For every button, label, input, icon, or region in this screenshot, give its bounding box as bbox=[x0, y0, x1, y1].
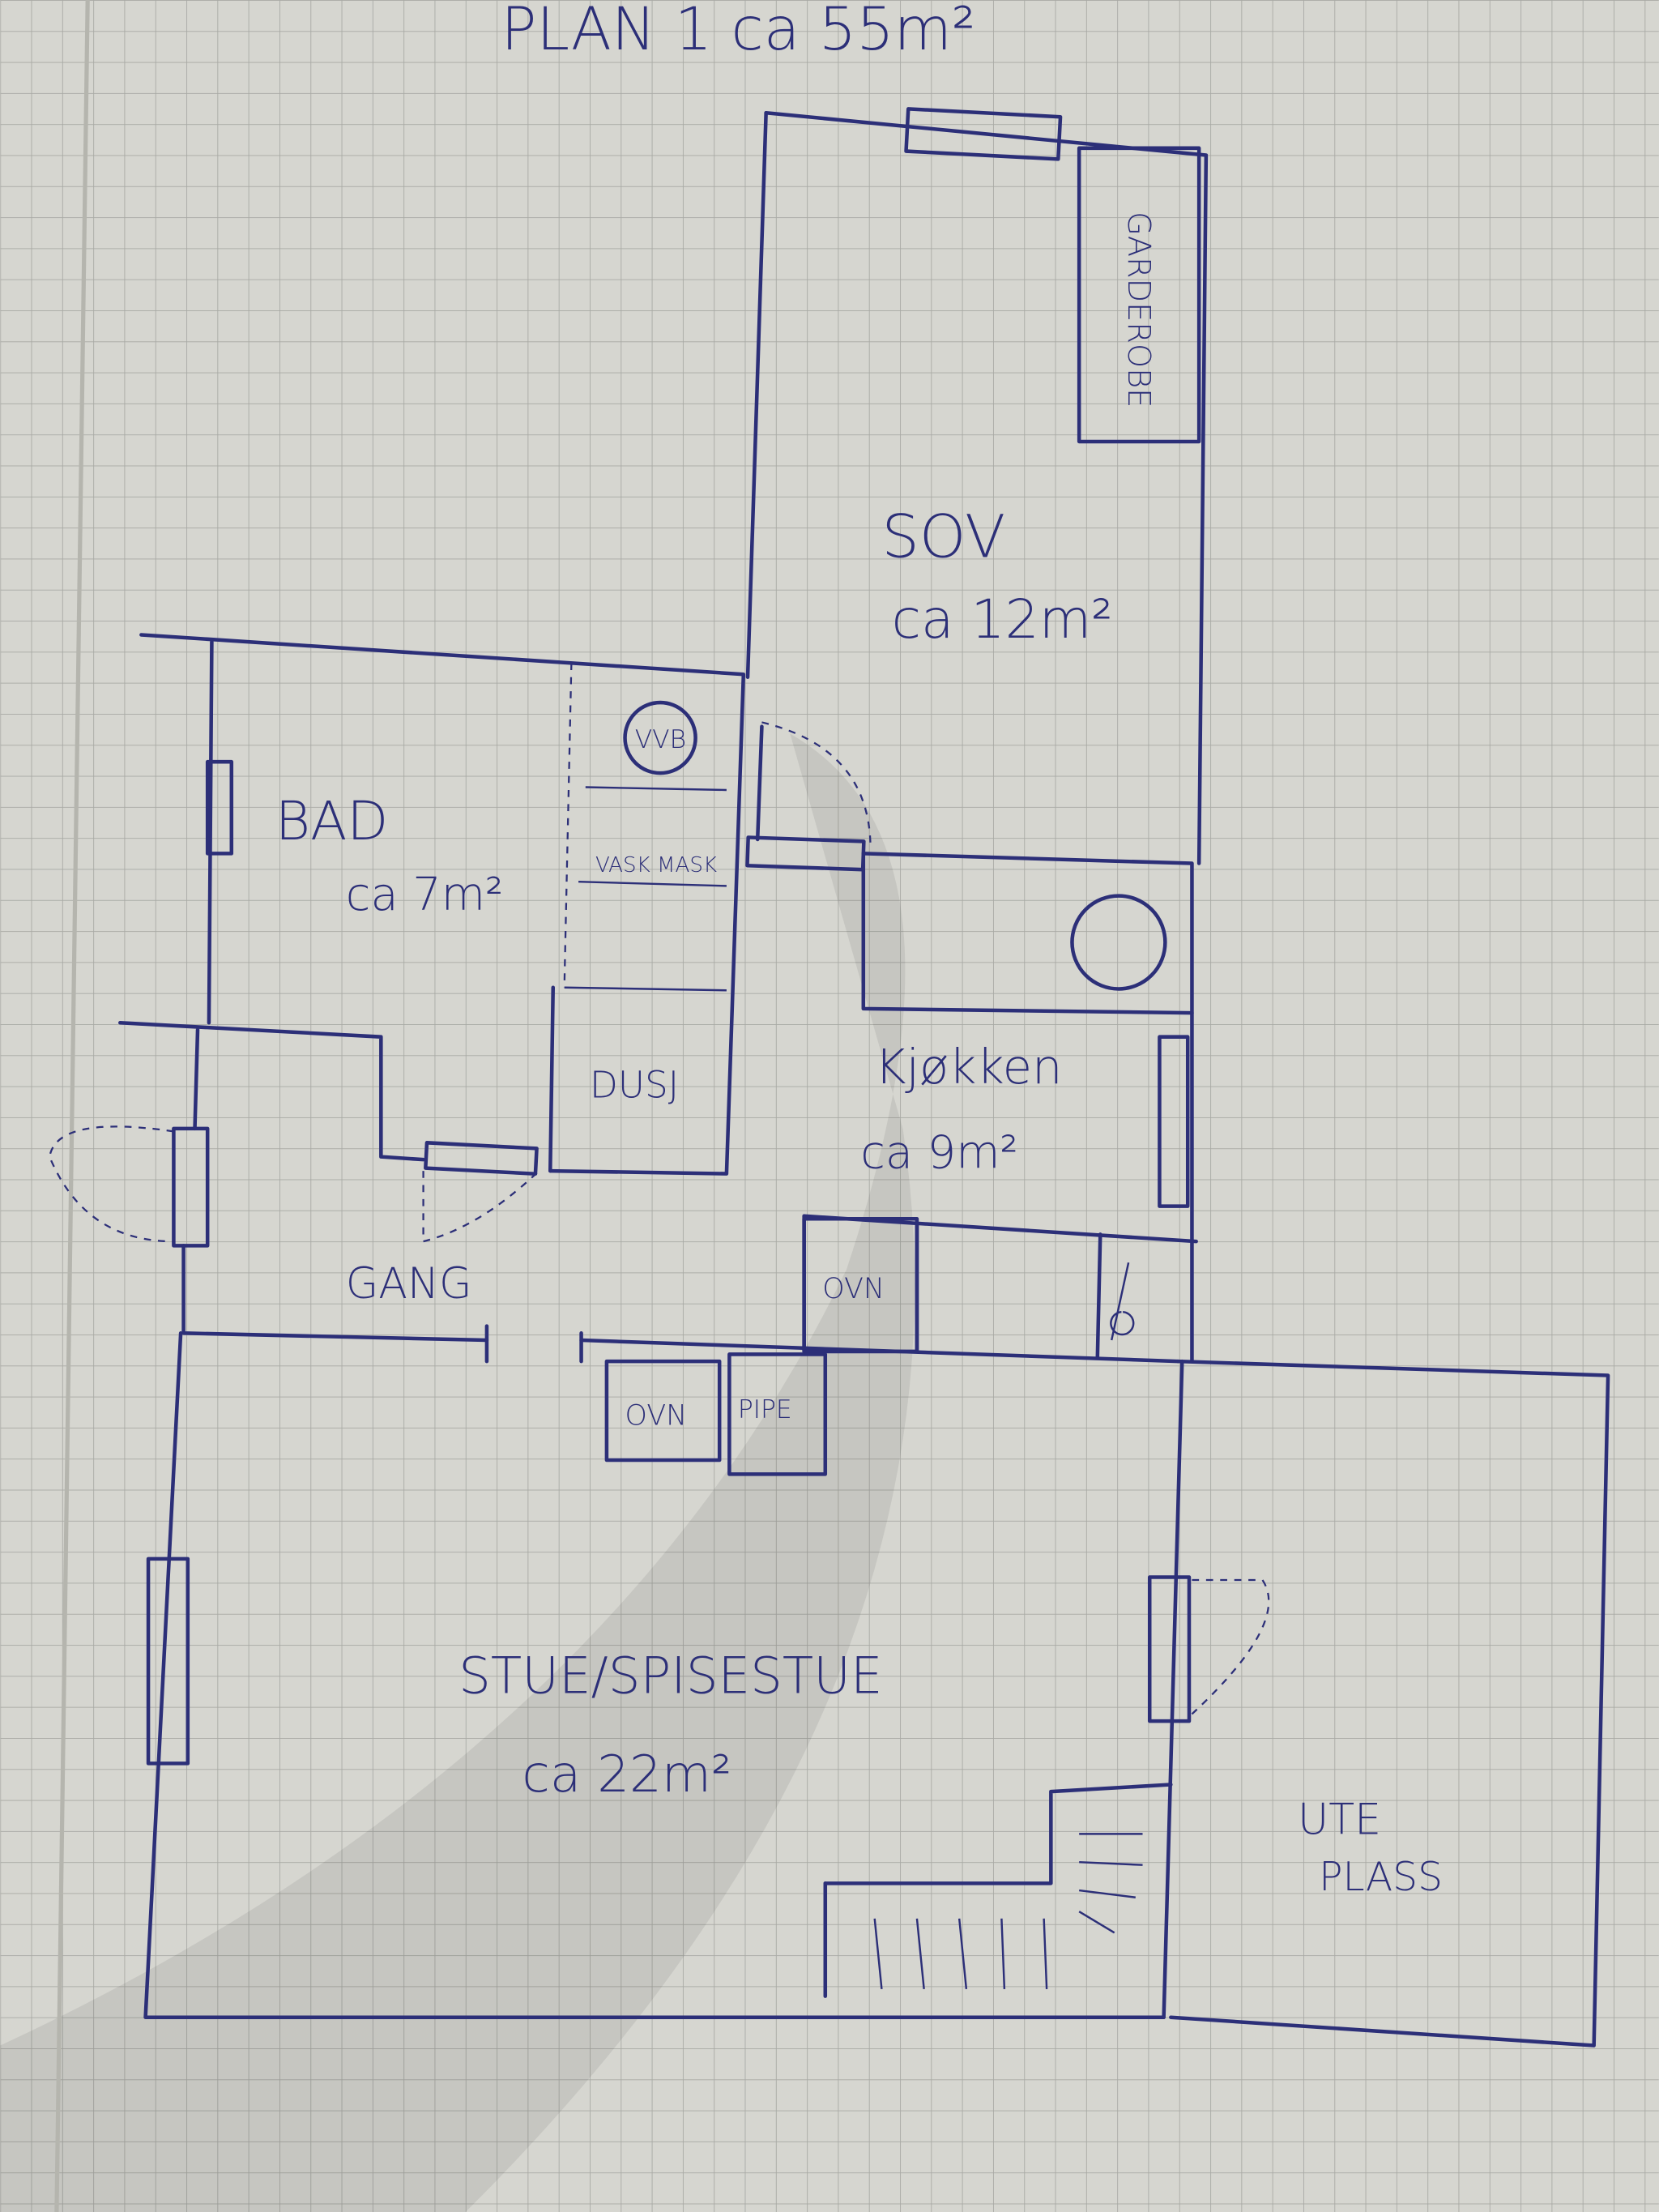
kitchen-label: Kjøkken bbox=[875, 1039, 1063, 1095]
hallway-label: GANG bbox=[346, 1260, 472, 1309]
paper-edge bbox=[54, 0, 90, 2212]
bedroom-walls bbox=[745, 107, 1209, 865]
living-oven bbox=[604, 1359, 722, 1463]
bedroom-label: SOV bbox=[881, 503, 1005, 572]
terrace-door bbox=[1147, 1575, 1192, 1723]
bathroom-window-icon bbox=[205, 759, 234, 856]
water-heater-icon bbox=[623, 700, 697, 775]
terrace-label-2: PLASS bbox=[1319, 1855, 1443, 1900]
terrace-label: UTE bbox=[1298, 1796, 1381, 1844]
hallway-walls bbox=[49, 1027, 1180, 1364]
living-room-label: STUE/SPISESTUE bbox=[458, 1646, 883, 1705]
bathroom-walls bbox=[117, 633, 746, 1243]
living-room-area: ca 22m² bbox=[522, 1744, 731, 1804]
sink-icon bbox=[1110, 1262, 1135, 1341]
bathroom-label: BAD bbox=[275, 790, 389, 852]
window-icon bbox=[904, 107, 1063, 161]
wardrobe-label: GARDEROBE bbox=[1120, 211, 1157, 408]
kitchen-walls bbox=[802, 852, 1198, 1364]
chimney bbox=[727, 1352, 828, 1476]
washing-machine-label: VASK MASK bbox=[595, 853, 717, 878]
wardrobe bbox=[1077, 146, 1201, 444]
shower-label: DUSJ bbox=[590, 1064, 679, 1107]
entrance-door bbox=[172, 1126, 210, 1248]
chimney-label: PIPE bbox=[738, 1395, 792, 1424]
bathroom-door bbox=[424, 1141, 539, 1176]
water-heater-label: VVB bbox=[635, 725, 686, 754]
terrace-outline bbox=[1169, 1359, 1610, 2048]
living-oven-label: OVN bbox=[625, 1399, 688, 1432]
plan-title: PLAN 1 ca 55m² bbox=[501, 0, 975, 64]
stairs bbox=[873, 1833, 1143, 1990]
bedroom-area: ca 12m² bbox=[892, 588, 1113, 651]
kitchen-window-icon bbox=[1158, 1035, 1190, 1208]
shadow bbox=[0, 733, 915, 2212]
kitchen-area: ca 9m² bbox=[860, 1127, 1018, 1180]
kitchen-table-icon bbox=[1070, 894, 1167, 991]
bathroom-area: ca 7m² bbox=[346, 869, 503, 921]
kitchen-oven-label: OVN bbox=[822, 1273, 885, 1305]
living-room-walls bbox=[143, 1331, 1270, 2019]
living-window-icon bbox=[146, 1557, 190, 1766]
